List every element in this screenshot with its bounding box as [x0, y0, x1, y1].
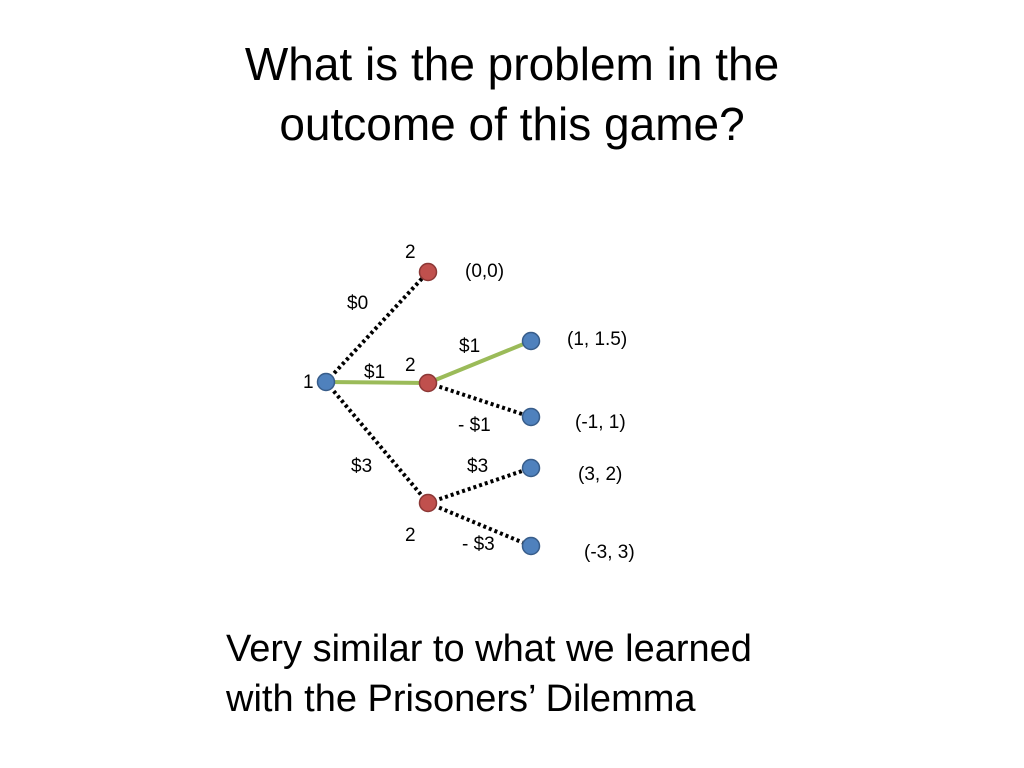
- payoff-bottom-up: (3, 2): [578, 464, 622, 485]
- edge-label-mid-up: $1: [459, 336, 480, 357]
- slide-title: What is the problem in the outcome of th…: [112, 34, 912, 154]
- payoff-mid-up: (1, 1.5): [567, 329, 627, 350]
- edge-root-to-top: [324, 270, 430, 384]
- edge-mid-to-down: [427, 381, 532, 419]
- body-line-1: Very similar to what we learned: [226, 628, 752, 670]
- player2-mid-label: 2: [405, 355, 416, 376]
- player2-bottom-label: 2: [405, 525, 416, 546]
- edge-label-bottom-down: - $3: [462, 534, 495, 555]
- edge-label-mid-down: - $1: [458, 415, 491, 436]
- edge-mid-to-up: [427, 339, 532, 385]
- body-text: Very similar to what we learned with the…: [226, 624, 926, 724]
- edge-label-root-bottom: $3: [351, 456, 372, 477]
- title-line-1: What is the problem in the: [244, 38, 780, 90]
- edge-bottom-to-down: [427, 501, 532, 548]
- terminal-node-mid-down: [521, 407, 541, 427]
- terminal-node-bottom-up: [521, 458, 541, 478]
- edge-label-bottom-up: $3: [467, 456, 488, 477]
- player2-node-mid: [418, 373, 438, 393]
- edge-label-root-top: $0: [347, 293, 368, 314]
- edge-root-to-mid: [325, 380, 429, 385]
- body-line-2: with the Prisoners’ Dilemma: [226, 678, 696, 720]
- terminal-node-bottom-down: [521, 536, 541, 556]
- edge-root-to-bottom: [324, 380, 430, 505]
- title-line-2: outcome of this game?: [279, 98, 745, 150]
- player2-node-bottom: [418, 493, 438, 513]
- root-node: [316, 372, 336, 392]
- terminal-node-mid-up: [521, 331, 541, 351]
- player2-node-top: [418, 262, 438, 282]
- payoff-mid-down: (-1, 1): [575, 412, 626, 433]
- payoff-top: (0,0): [465, 261, 504, 282]
- edge-label-root-mid: $1: [364, 362, 385, 383]
- payoff-bottom-down: (-3, 3): [584, 542, 635, 563]
- edge-bottom-to-up: [427, 466, 532, 505]
- root-player-label: 1: [303, 372, 314, 393]
- player2-top-label: 2: [405, 242, 416, 263]
